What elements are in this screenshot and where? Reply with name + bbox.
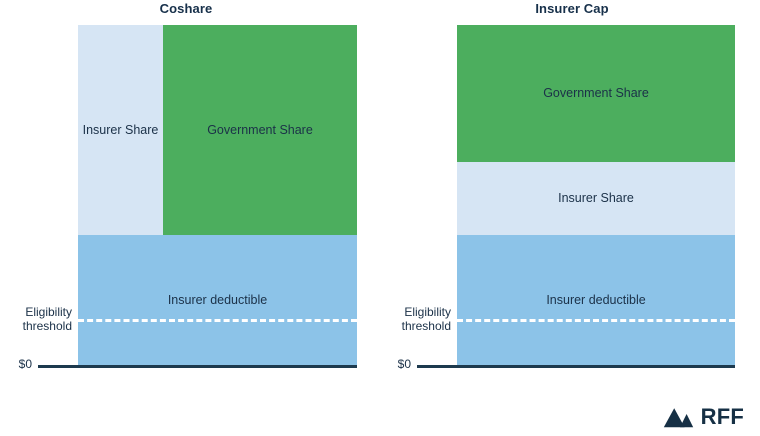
panel-title-insurer-cap: Insurer Cap — [535, 1, 609, 16]
eligibility-threshold-label: Eligibility threshold — [367, 305, 451, 333]
mountain-icon — [663, 407, 693, 427]
segment-government-share: Government Share — [457, 25, 735, 162]
eligibility-threshold-line — [78, 319, 357, 322]
eligibility-threshold-label: Eligibility threshold — [0, 305, 72, 333]
zero-axis-label: $0 — [18, 357, 32, 371]
eligibility-threshold-label-line2: threshold — [401, 319, 451, 333]
zero-axis-label: $0 — [397, 357, 411, 371]
segment-government-share: Government Share — [163, 25, 357, 235]
eligibility-threshold-label-line2: threshold — [22, 319, 72, 333]
panel-coshare: Coshare Insurer Share Government Share I… — [0, 1, 357, 371]
eligibility-threshold-label-line1: Eligibility — [404, 305, 451, 319]
rff-logo: RFF — [662, 406, 744, 428]
segment-insurer-share: Insurer Share — [457, 162, 735, 235]
panel-title-coshare: Coshare — [159, 1, 213, 16]
zero-axis-line — [417, 365, 735, 368]
segment-insurer-deductible: Insurer deductible — [78, 235, 357, 365]
rff-logo-text: RFF — [700, 404, 744, 429]
segment-insurer-share: Insurer Share — [78, 25, 163, 235]
segment-insurer-deductible: Insurer deductible — [457, 235, 735, 365]
stacked-bar-coshare: Insurer Share Government Share Insurer d… — [78, 25, 357, 365]
zero-axis-line — [38, 365, 357, 368]
stacked-bar-insurer-cap: Government Share Insurer Share Insurer d… — [457, 25, 735, 365]
eligibility-threshold-line — [457, 319, 735, 322]
panel-insurer-cap: Insurer Cap Government Share Insurer Sha… — [380, 0, 760, 436]
eligibility-threshold-label-line1: Eligibility — [25, 305, 72, 319]
